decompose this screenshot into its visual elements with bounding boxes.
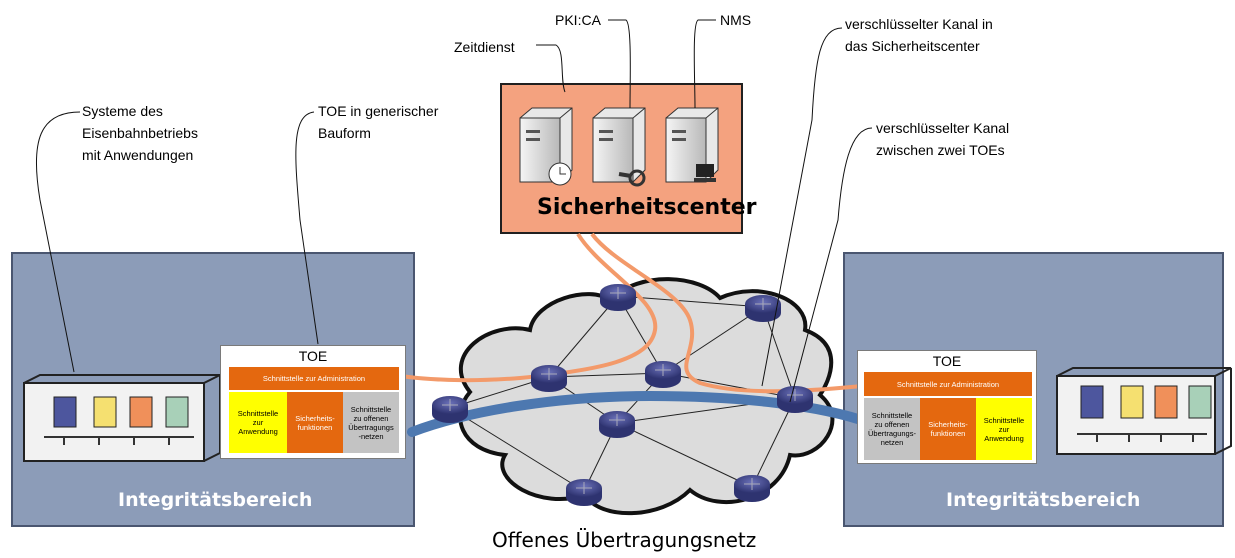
- toe-right-security-functions: Sicherheits- funktionen: [920, 398, 976, 460]
- routers: [432, 284, 813, 506]
- callout-pki: PKI:CA: [555, 12, 601, 28]
- toe-right: TOE Schnittstelle zur Administration Sch…: [857, 350, 1037, 464]
- router-icon: [566, 479, 602, 506]
- integrity-zone-right-title: Integritätsbereich: [946, 489, 1141, 511]
- rack-icon: [53, 396, 77, 428]
- time-server-icon: [519, 107, 573, 186]
- network-title: Offenes Übertragungsnetz: [492, 528, 757, 552]
- rack-right: [1056, 367, 1232, 455]
- router-icon: [734, 475, 770, 502]
- toe-left-app-interface: Schnittstelle zur Anwendung: [229, 392, 287, 453]
- toe-right-title: TOE: [932, 353, 962, 369]
- toe-left-title: TOE: [298, 348, 328, 364]
- integrity-zone-left-title: Integritätsbereich: [118, 489, 313, 511]
- leader-lines: [35, 19, 873, 403]
- toe-left-admin-interface: Schnittstelle zur Administration: [229, 367, 399, 390]
- callout-toe-generic: TOE in generischer Bauform: [318, 103, 439, 141]
- callout-channel-toes: verschlüsselter Kanal zwischen zwei TOEs: [876, 120, 1010, 158]
- router-icon: [645, 361, 681, 388]
- callout-nms: NMS: [720, 12, 752, 28]
- toe-left: TOE Schnittstelle zur Administration Sch…: [220, 345, 406, 459]
- router-icon: [745, 295, 781, 322]
- toe-left-network-interface: Schnittstelle zu offenen Übertragungs -n…: [343, 392, 399, 453]
- toe-right-app-interface: Schnittstelle zur Anwendung: [976, 398, 1032, 460]
- router-icon: [432, 396, 468, 423]
- router-icon: [777, 386, 813, 413]
- toe-left-security-functions: Sicherheits- funktionen: [287, 392, 343, 453]
- toe-right-admin-interface: Schnittstelle zur Administration: [864, 372, 1032, 396]
- callout-channel-sc: verschlüsselter Kanal in das Sicherheits…: [845, 16, 993, 54]
- router-icon: [600, 284, 636, 311]
- nms-server-icon: [665, 107, 719, 183]
- security-center-title: Sicherheitscenter: [537, 195, 757, 220]
- callout-systeme: Systeme des Eisenbahnbetriebs mit Anwend…: [82, 103, 198, 163]
- channel-between-toes: [407, 390, 875, 437]
- router-icon: [531, 365, 567, 392]
- callout-zeitdienst: Zeitdienst: [454, 39, 515, 55]
- router-icon: [599, 411, 635, 438]
- toe-right-network-interface: Schnittstelle zu offenen Übertragungs- n…: [864, 398, 920, 460]
- key-server-icon: [592, 107, 646, 187]
- rack-left: [23, 374, 221, 462]
